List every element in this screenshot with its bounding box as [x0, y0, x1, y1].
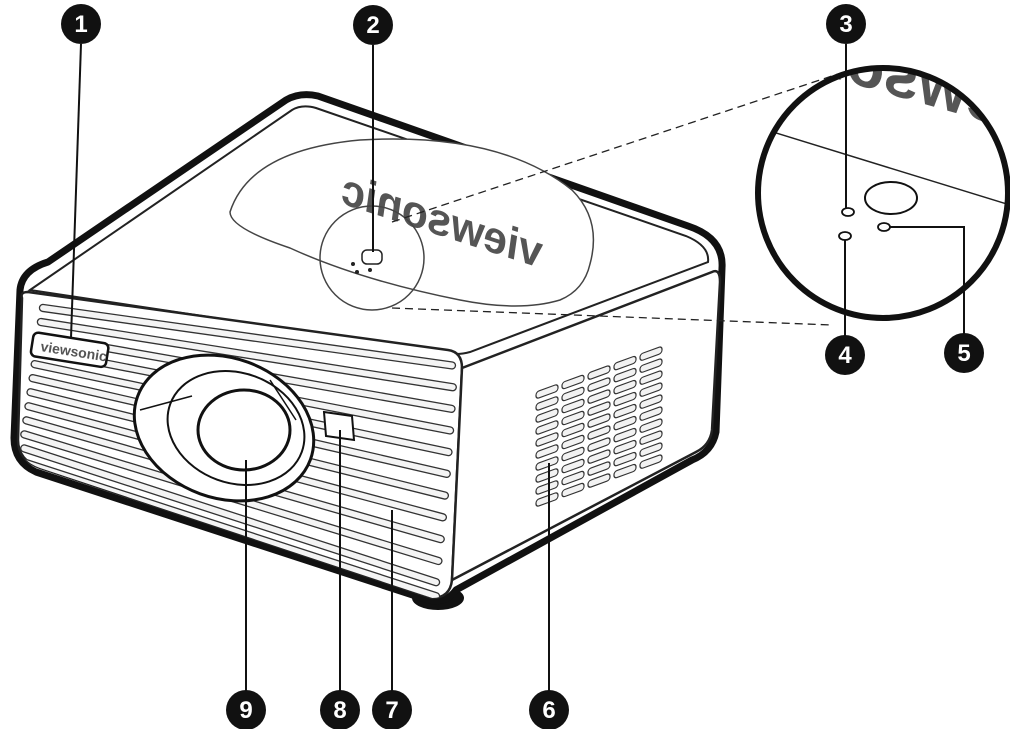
zoom-lamp-led [838, 231, 852, 241]
projector-body: viewsonic viewsonic [10, 91, 726, 610]
callout-9: 9 [226, 690, 266, 729]
callout-7-number: 7 [385, 697, 398, 724]
callout-8: 8 [320, 690, 360, 729]
callout-5-number: 5 [957, 340, 970, 367]
top-logo-panel [229, 138, 595, 307]
callout-4: 4 [825, 335, 865, 375]
zoom-detail: viewsonic [755, 65, 1010, 321]
callout-6-number: 6 [542, 697, 555, 724]
callout-2-number: 2 [366, 12, 379, 39]
zoom-power-button[interactable] [864, 181, 918, 215]
side-face [450, 269, 722, 583]
temp-led [368, 268, 372, 272]
zoom-temp-led [877, 222, 891, 232]
leader-lines [70, 43, 965, 692]
leader-line-5 [890, 226, 965, 334]
callout-6: 6 [529, 690, 569, 729]
callout-9-number: 9 [239, 697, 252, 724]
power-led [351, 262, 355, 266]
ir-receiver-window [322, 410, 356, 442]
callout-2: 2 [353, 5, 393, 45]
power-button[interactable] [361, 249, 383, 265]
lens-icon [196, 388, 292, 472]
callout-1: 1 [61, 4, 101, 44]
side-vent-grille [535, 346, 663, 507]
lamp-led [355, 270, 359, 274]
callout-4-number: 4 [838, 342, 852, 369]
callout-1-number: 1 [74, 11, 87, 38]
leader-line-1 [70, 43, 82, 339]
zoom-guide-line-bottom [391, 307, 833, 326]
zoom-guide-line-top [391, 71, 845, 223]
callout-5: 5 [944, 333, 984, 373]
zoom-power-led [841, 207, 855, 217]
lens-assembly [132, 353, 316, 503]
callout-7: 7 [372, 690, 412, 729]
callout-8-number: 8 [333, 697, 346, 724]
callout-3: 3 [826, 4, 866, 44]
front-logo-plate: viewsonic [29, 331, 110, 369]
callout-3-number: 3 [839, 11, 852, 38]
